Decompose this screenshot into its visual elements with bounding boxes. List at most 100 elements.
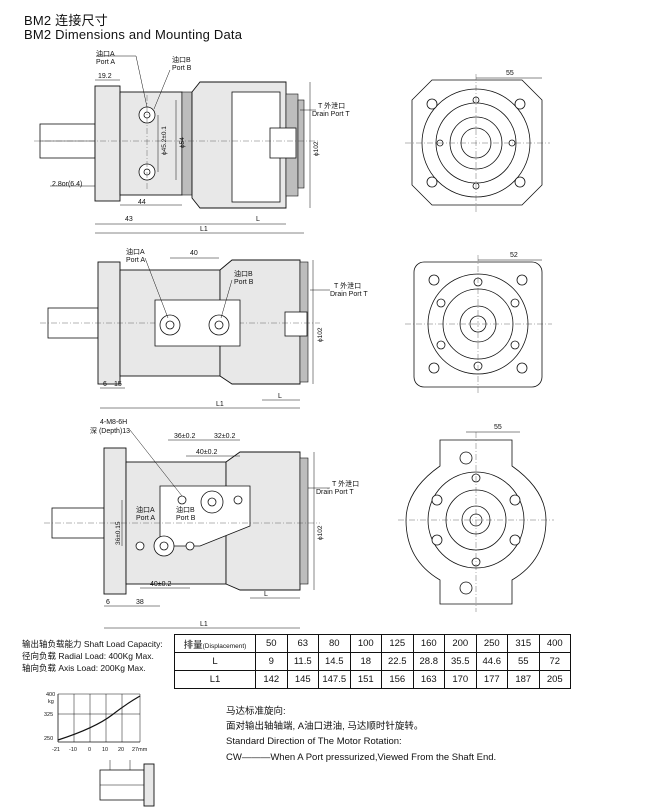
d1-dim-L: L — [256, 216, 260, 223]
table-cell: 28.8 — [412, 652, 445, 671]
graph-xtick-5: 20 — [118, 747, 124, 753]
radial-load: 径向负载 Radial Load: 400Kg Max. — [22, 651, 154, 661]
d3-dim-6: 6 — [106, 599, 110, 606]
table-cell: 44.6 — [475, 652, 508, 671]
d2-port-b-en: Port B — [234, 279, 254, 286]
d3-dim-40a: 40±0.2 — [196, 449, 217, 456]
d2-dim-102: ϕ102 — [317, 327, 324, 342]
rotation-desc-cn: 面对输出轴轴端, A油口进油, 马达顺时针旋转。 — [226, 721, 424, 732]
graph-xtick-3: 0 — [88, 747, 91, 753]
d1-port-a-label: 油口A — [96, 49, 115, 58]
table-row: L 9 11.5 14.5 18 22.5 28.8 35.5 44.6 55 … — [174, 652, 571, 671]
d1-dim-43: 43 — [125, 216, 133, 223]
table-cell: 163 — [412, 670, 445, 689]
table-cell: 177 — [475, 670, 508, 689]
table-cell: 147.5 — [318, 670, 351, 689]
dimension-table: 排量(Displacement) 50 63 80 100 125 160 20… — [174, 634, 571, 689]
drawing3-side-view: 4-M8-6H 深 (Depth)13 36±0.2 32±0.2 40±0.2… — [44, 419, 359, 629]
d2-dim-15: 15 — [114, 381, 122, 388]
d3-dim-55: 55 — [494, 424, 502, 431]
graph-ytick-325: 325 — [44, 712, 53, 718]
d1-drain-en: Drain Port T — [312, 111, 350, 118]
d2-dim-52: 52 — [510, 252, 518, 259]
table-header-cell: 80 — [318, 634, 351, 653]
table-cell: 142 — [255, 670, 288, 689]
d3-port-a-en: Port A — [136, 515, 155, 522]
table-header-cell: 250 — [475, 634, 508, 653]
graph-xtick-2: -10 — [69, 747, 77, 753]
d3-drain-label: T 外泄口 — [332, 479, 359, 488]
d2-dim-6: 6 — [103, 381, 107, 388]
rotation-title-en: Standard Direction of The Motor Rotation… — [226, 736, 402, 747]
d2-dim-40: 40 — [190, 250, 198, 257]
drawing2-side-view: 油口A Port A 油口B Port B T 外泄口 Drain Port T… — [40, 247, 368, 409]
graph-ytick-250: 250 — [44, 736, 53, 742]
d2-port-a-label: 油口A — [126, 247, 145, 256]
table-header-cell: 315 — [507, 634, 540, 653]
d2-dim-L1: L1 — [216, 401, 224, 408]
d1-dim-2-8: 2.8or(6.4) — [52, 181, 82, 188]
d1-port-b-label: 油口B — [172, 55, 191, 64]
d3-port-a-label: 油口A — [136, 505, 155, 514]
d1-dim-19-2: 19.2 — [98, 73, 112, 80]
table-cell: 18 — [349, 652, 382, 671]
d3-thread: 4-M8-6H — [100, 419, 127, 426]
rotation-desc-en: CW———When A Port pressurized,Viewed From… — [226, 752, 497, 763]
table-cell: 11.5 — [286, 652, 319, 671]
d3-dim-L: L — [264, 591, 268, 598]
d3-port-b-en: Port B — [176, 515, 196, 522]
table-cell: 156 — [381, 670, 414, 689]
d3-dim-38: 38 — [136, 599, 144, 606]
table-header-label: 排量(Displacement) — [174, 634, 256, 653]
d2-port-b-label: 油口B — [234, 269, 253, 278]
table-header-cell: 200 — [444, 634, 477, 653]
table-row: L1 142 145 147.5 151 156 163 170 177 187… — [174, 670, 571, 689]
d1-dim-L1: L1 — [200, 226, 208, 233]
graph-xtick-6: 27mm — [132, 747, 148, 753]
table-cell: 151 — [349, 670, 382, 689]
graph-xtick-1: -21 — [52, 747, 60, 753]
table-cell: 187 — [507, 670, 540, 689]
d3-dim-40b: 40±0.2 — [150, 581, 171, 588]
d1-dim-102: ϕ102 — [313, 141, 320, 156]
table-cell: 72 — [538, 652, 571, 671]
drawing2-front-view: 52 — [405, 252, 552, 395]
table-header-cell: 125 — [381, 634, 414, 653]
axis-load: 轴向负载 Axis Load: 200Kg Max. — [22, 663, 146, 673]
graph-xtick-4: 10 — [102, 747, 108, 753]
table-header-cell: 50 — [255, 634, 288, 653]
d1-dim-44: 44 — [138, 199, 146, 206]
drawing3-front-view: 55 — [398, 424, 554, 612]
shaft-load-title: 输出轴负载能力 Shaft Load Capacity: — [22, 639, 163, 649]
d1-dim-54: ϕ54 — [179, 137, 186, 148]
d1-port-b-en: Port B — [172, 65, 192, 72]
page-title-cn: BM2 连接尺寸 — [24, 13, 108, 28]
table-header-row: 排量(Displacement) 50 63 80 100 125 160 20… — [174, 634, 571, 653]
d3-drain-en: Drain Port T — [316, 489, 354, 496]
table-cell: 55 — [507, 652, 540, 671]
load-graph: 400 kg 325 250 -21 -10 0 10 20 27mm — [44, 692, 148, 753]
d1-drain-label: T 外泄口 — [318, 101, 345, 110]
table-cell: 170 — [444, 670, 477, 689]
header-label-en: (Displacement) — [202, 642, 247, 650]
table-cell: 14.5 — [318, 652, 351, 671]
d1-dim-55: 55 — [506, 70, 514, 77]
d3-dim-36v: 36±0.15 — [115, 521, 122, 545]
d1-dim-45-2: ϕ45.2±0.1 — [161, 126, 168, 155]
table-cell: 205 — [538, 670, 571, 689]
table-header-cell: 400 — [538, 634, 571, 653]
d3-dim-36: 36±0.2 — [174, 433, 195, 440]
page-title-en: BM2 Dimensions and Mounting Data — [24, 27, 243, 42]
table-cell: 9 — [255, 652, 288, 671]
table-header-cell: 100 — [349, 634, 382, 653]
graph-ytick-400: 400 — [46, 692, 55, 698]
d3-port-b-label: 油口B — [176, 505, 195, 514]
d3-dim-L1: L1 — [200, 621, 208, 628]
table-cell: 35.5 — [444, 652, 477, 671]
graph-yunit: kg — [48, 699, 54, 705]
row-label: L1 — [174, 670, 256, 689]
d2-dim-L: L — [278, 393, 282, 400]
d3-dim-102: ϕ102 — [317, 525, 324, 540]
drawing1-front-view: 55 — [405, 70, 550, 212]
